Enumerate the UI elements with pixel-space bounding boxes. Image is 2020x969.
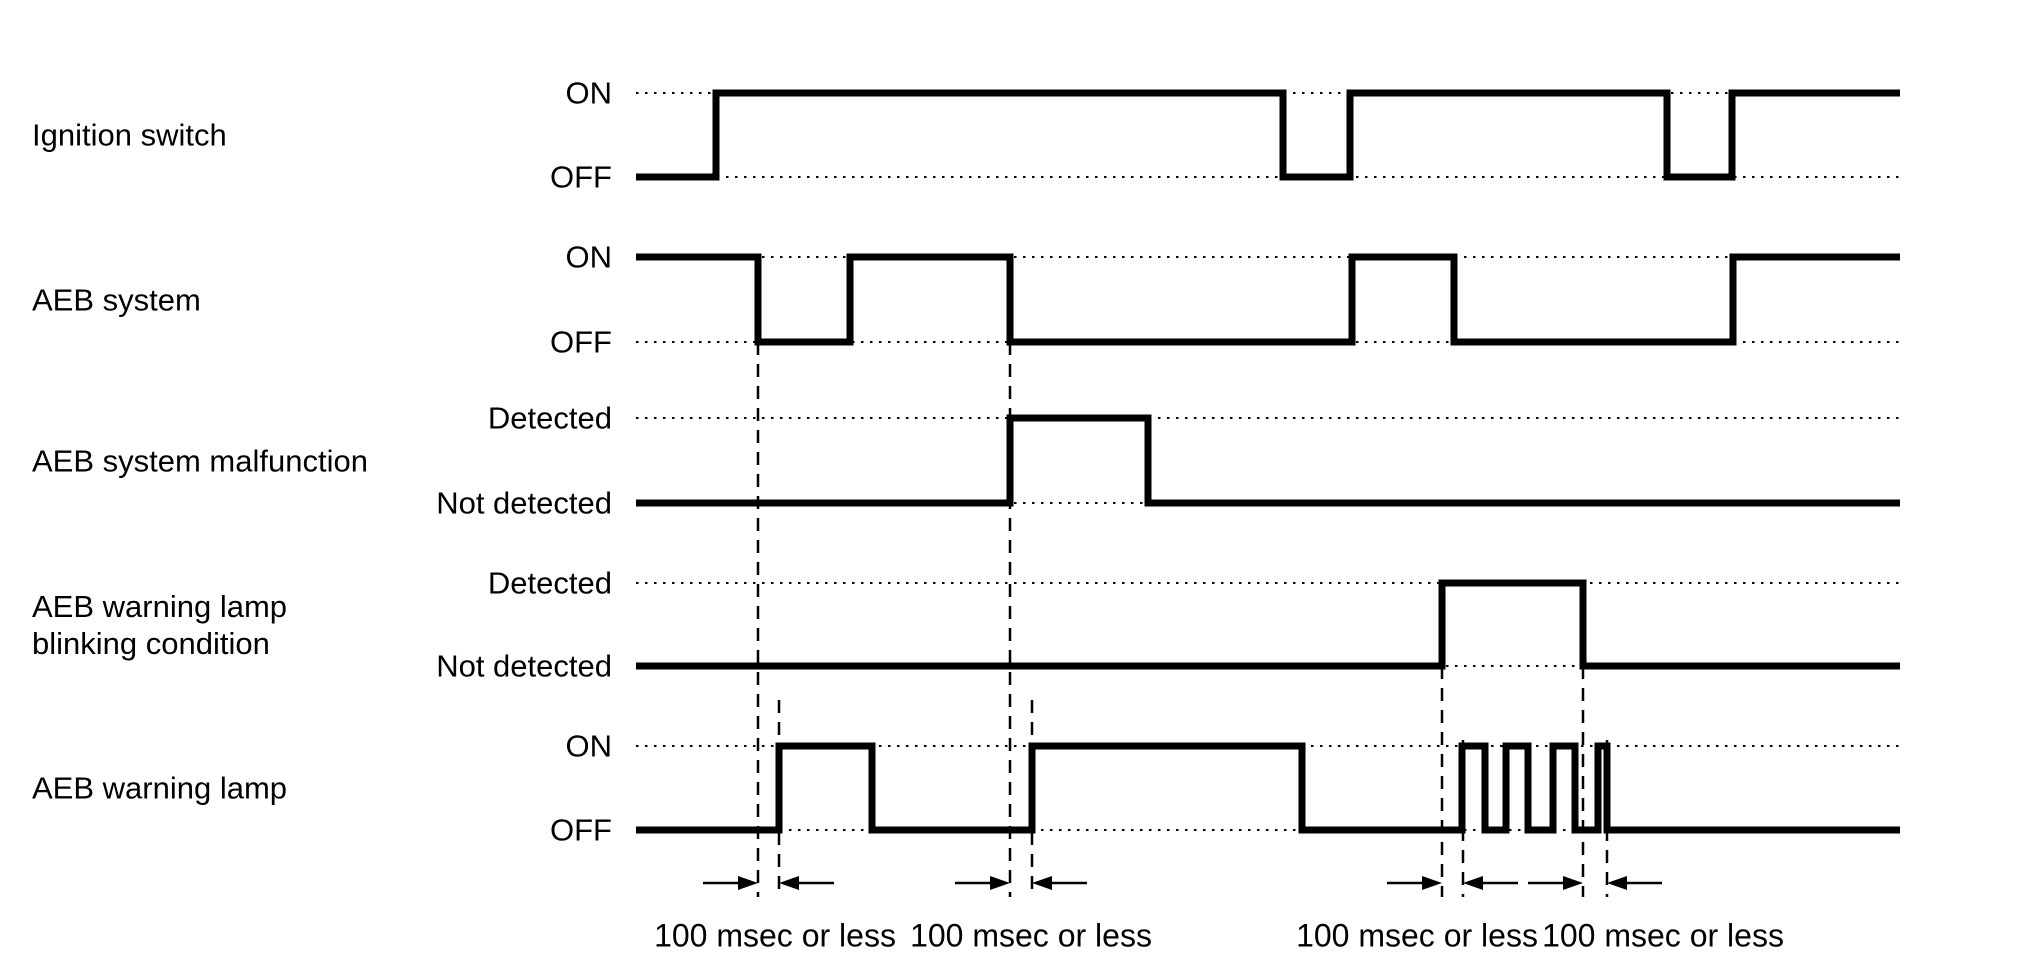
dimension-label-100msec: 100 msec or less bbox=[654, 917, 896, 954]
level-label-blinking-detected: Detected bbox=[487, 565, 612, 601]
row-label-line: AEB warning lamp bbox=[32, 770, 288, 806]
row-label-aeb-system-malfunction: AEB system malfunction bbox=[32, 442, 368, 479]
waveform-aeb-system bbox=[636, 253, 1900, 346]
level-label-malfunction-not-detected: Not detected bbox=[436, 485, 612, 521]
waveform-aeb-warning-lamp bbox=[636, 742, 1900, 834]
dimension-arrowhead-right bbox=[1422, 876, 1442, 890]
level-label-blinking-not-detected: Not detected bbox=[436, 648, 612, 684]
level-label-ignition-on: ON bbox=[565, 75, 613, 111]
level-label-ignition-off: OFF bbox=[550, 159, 612, 195]
row-label-aeb-system: AEB system bbox=[32, 281, 201, 318]
dimension-arrowhead-left bbox=[779, 876, 799, 890]
dimension-label-100msec: 100 msec or less bbox=[910, 917, 1152, 954]
dimension-label-100msec: 100 msec or less bbox=[1296, 917, 1538, 954]
row-label-line: blinking condition bbox=[32, 625, 270, 661]
dimension-label-100msec: 100 msec or less bbox=[1542, 917, 1784, 954]
row-label-aeb-warning-lamp: AEB warning lamp bbox=[32, 770, 287, 807]
waveform-aeb-system-malfunction bbox=[636, 414, 1900, 507]
waveform-ignition-switch bbox=[636, 89, 1900, 181]
row-label-line: AEB warning lamp bbox=[32, 588, 288, 624]
row-label-line: AEB system bbox=[32, 282, 201, 317]
row-label-line: AEB system malfunction bbox=[32, 443, 368, 478]
dimension-arrowhead-left bbox=[1607, 876, 1627, 890]
level-label-aeb-system-on: ON bbox=[565, 239, 613, 275]
waveform-aeb-warning-lamp-blinking-condition bbox=[636, 579, 1900, 670]
level-label-malfunction-detected: Detected bbox=[487, 400, 612, 436]
dimension-arrowhead-left bbox=[1463, 876, 1483, 890]
row-label-line: Ignition switch bbox=[32, 117, 227, 153]
dimension-arrowhead-right bbox=[738, 876, 758, 890]
level-label-lamp-on: ON bbox=[565, 728, 613, 764]
dimension-arrowhead-right bbox=[1563, 876, 1583, 890]
dimension-arrowhead-left bbox=[1032, 876, 1052, 890]
level-label-aeb-system-off: OFF bbox=[550, 324, 612, 360]
dimension-arrowhead-right bbox=[990, 876, 1010, 890]
row-label-aeb-warning-lamp-blinking-condition: AEB warning lamp blinking condition bbox=[32, 588, 287, 662]
level-label-lamp-off: OFF bbox=[550, 812, 612, 848]
row-label-ignition-switch: Ignition switch bbox=[32, 117, 227, 154]
